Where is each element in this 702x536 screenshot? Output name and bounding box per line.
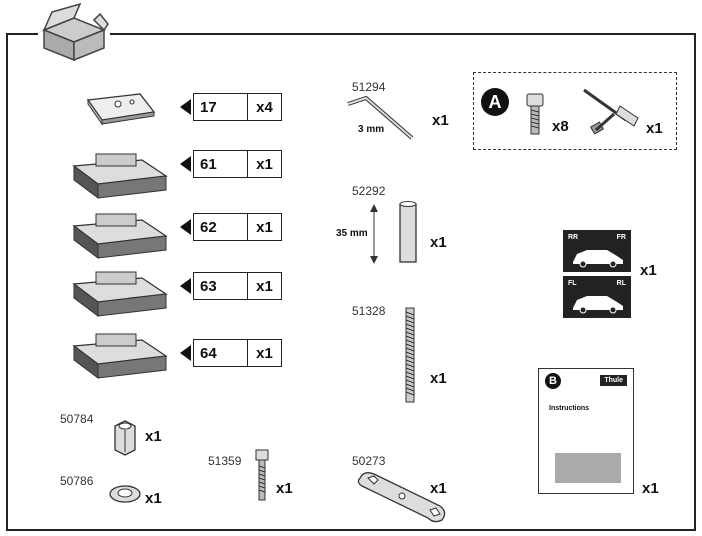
sleeve-nut-icon (114, 420, 136, 456)
part-number: 50784 (60, 412, 94, 426)
sticker-front: FL RL (563, 276, 631, 318)
bracket-qty: x1 (256, 344, 273, 362)
t-handle-tool-icon (583, 88, 639, 135)
flat-wrench-icon (357, 472, 446, 523)
box-icon (38, 2, 110, 62)
bracket-qty: x4 (256, 98, 273, 116)
pointer-arrow-icon (180, 99, 191, 115)
qty-label: x1 (145, 490, 162, 507)
bracket-label-63: 63 x1 (193, 272, 282, 300)
car-icon (573, 296, 623, 314)
qty-label: x1 (646, 120, 663, 137)
bracket-qty: x1 (256, 277, 273, 295)
threaded-rod-icon (405, 307, 415, 403)
qty-label: x1 (276, 480, 293, 497)
qty-label: x8 (552, 118, 569, 135)
qty-label: x1 (430, 480, 447, 497)
sticker-label: FR (616, 234, 626, 241)
pointer-arrow-icon (180, 219, 191, 235)
qty-label: x1 (432, 112, 449, 129)
pointer-arrow-icon (180, 345, 191, 361)
bracket-label-61: 61 x1 (193, 150, 282, 178)
bracket-code: 61 (194, 151, 248, 177)
part-number: 50786 (60, 474, 94, 488)
tube-icon (370, 201, 417, 264)
sticker-label: RR (568, 234, 579, 241)
bracket-qty: x1 (256, 218, 273, 236)
kit-a-badge: A (481, 88, 509, 116)
bracket-label-64: 64 x1 (193, 339, 282, 367)
dimension-label: 3 mm (358, 124, 385, 135)
part-number: 51359 (208, 454, 242, 468)
brand-logo: Thule (600, 375, 627, 386)
part-number: 51328 (352, 304, 386, 318)
qty-label: x1 (430, 234, 447, 251)
qty-label: x1 (145, 428, 162, 445)
part-number: 50273 (352, 454, 386, 468)
manual-b-badge: B (545, 373, 561, 389)
foot-pack-icon-63 (72, 271, 168, 317)
bracket-code: 62 (194, 214, 248, 240)
bracket-code: 63 (194, 273, 248, 299)
contents-frame (6, 33, 696, 531)
part-number: 51294 (352, 80, 386, 94)
sticker-label: RL (616, 280, 626, 287)
screw-icon (526, 93, 544, 135)
manual-image-block (555, 453, 621, 483)
foot-pack-icon-64 (72, 333, 168, 379)
pointer-arrow-icon (180, 156, 191, 172)
foot-pack-icon-62 (72, 213, 168, 259)
qty-label: x1 (430, 370, 447, 387)
sticker-label: FL (568, 280, 577, 287)
qty-label: x1 (642, 480, 659, 497)
sticker-rear: RR FR (563, 230, 631, 272)
washer-icon (109, 485, 141, 503)
kit-a-group (473, 72, 677, 150)
qty-label: x1 (640, 262, 657, 279)
bracket-qty: x1 (256, 155, 273, 173)
bracket-label-62: 62 x1 (193, 213, 282, 241)
dimension-label: 35 mm (336, 228, 368, 239)
bracket-label-17: 17 x4 (193, 93, 282, 121)
position-sticker: RR FR FL RL (563, 230, 631, 318)
pointer-arrow-icon (180, 278, 191, 294)
car-icon (573, 250, 623, 268)
manual-title: Instructions (549, 405, 590, 412)
bracket-code: 64 (194, 340, 248, 366)
part-number: 52292 (352, 184, 386, 198)
bracket-code: 17 (194, 94, 248, 120)
hex-key-icon (347, 96, 414, 140)
foot-pack-icon-61 (72, 153, 168, 199)
mounting-plate-icon (86, 93, 156, 126)
instruction-manual: B Thule Instructions (538, 368, 634, 494)
bolt-icon (255, 449, 269, 501)
